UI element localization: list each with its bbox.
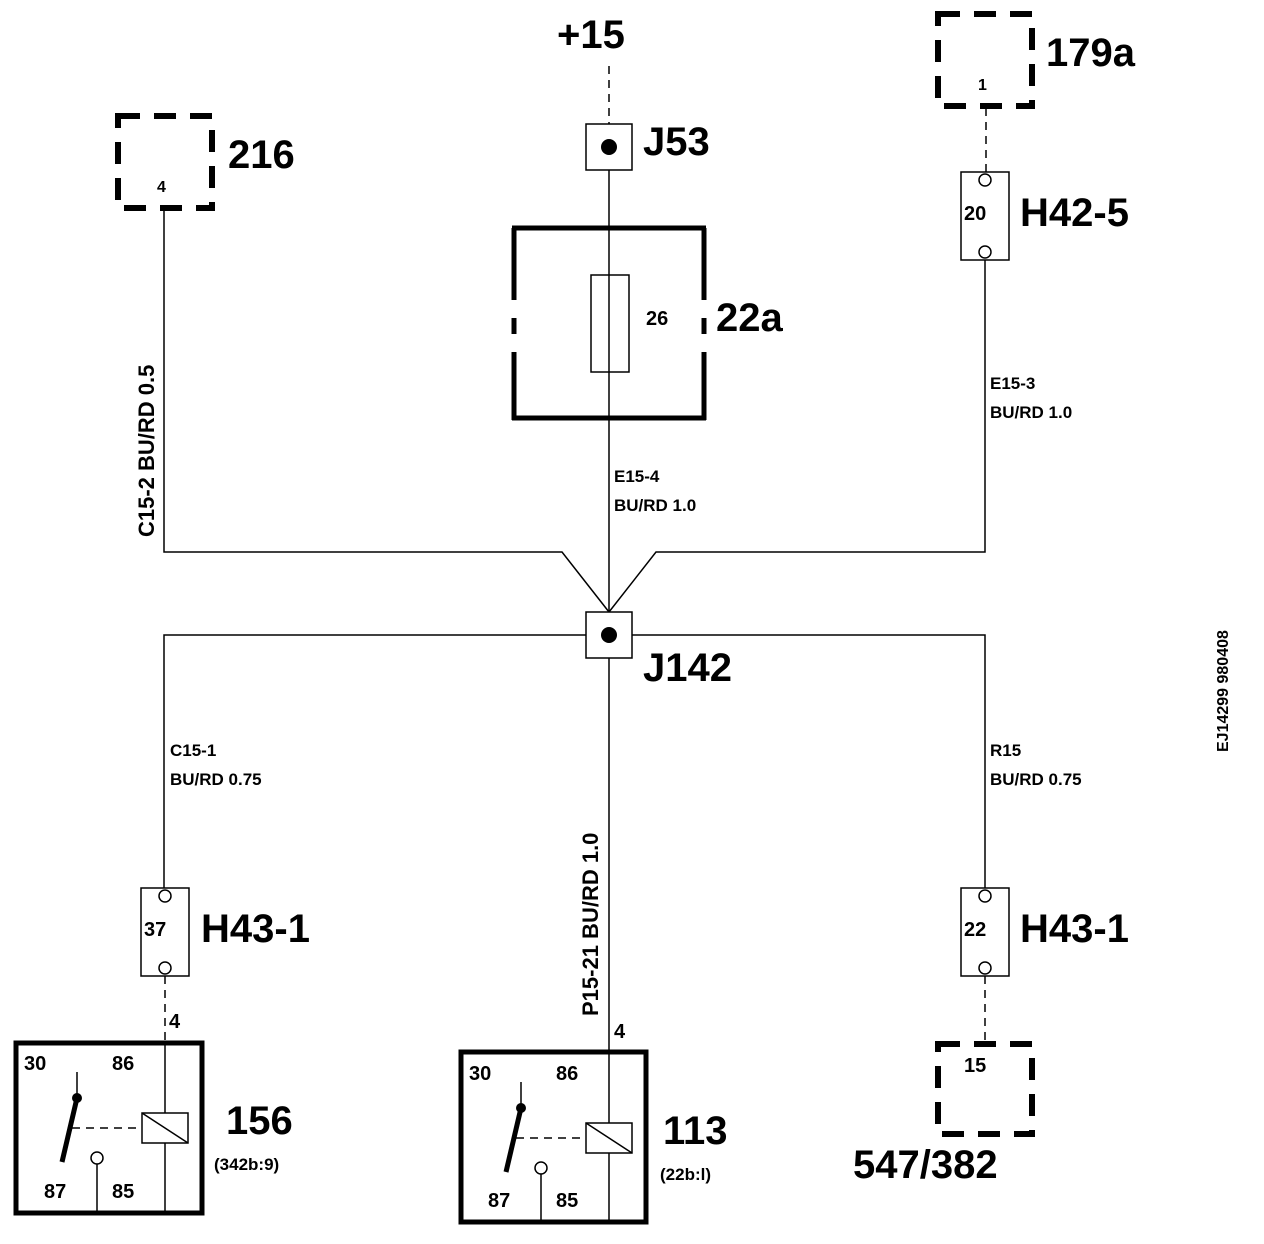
fuse-number: 26 (646, 308, 668, 330)
c216-box (115, 113, 215, 211)
relay-113-switch-icon (503, 1107, 524, 1173)
connector-h43-1-left[interactable]: 37 H43-1 (140, 887, 310, 977)
wire-r15-spec: BU/RD 0.75 (990, 770, 1082, 789)
h43-1-left-label: H43-1 (201, 907, 310, 951)
j142-node (601, 627, 617, 643)
h43-1-right-pin: 22 (964, 919, 986, 941)
h42-5-label: H42-5 (1020, 191, 1129, 235)
relay-156-in-pin: 4 (169, 1011, 181, 1033)
relay-113-pin-30: 30 (469, 1063, 491, 1085)
j142-label: J142 (643, 646, 732, 690)
relay-156-ref: (342b:9) (214, 1155, 279, 1174)
relay-113-box (458, 1049, 649, 1225)
relay-156-pin-87: 87 (44, 1181, 66, 1203)
c547-box (935, 1041, 1035, 1137)
wire-e15-4-spec: BU/RD 1.0 (614, 496, 696, 515)
relay-156-label: 156 (226, 1099, 293, 1143)
connector-547-382[interactable]: 15 547/382 (853, 1041, 1035, 1187)
splice-j142[interactable]: J142 (585, 611, 732, 690)
relay-156-box (13, 1040, 205, 1216)
c216-pin: 4 (157, 179, 166, 196)
c179a-label: 179a (1046, 31, 1136, 75)
wire-e15-3-id: E15-3 (990, 374, 1035, 393)
relay-113-pin-87: 87 (488, 1190, 510, 1212)
wire-c15-1 (163, 634, 586, 888)
supply-15: +15 (557, 13, 625, 124)
connector-179a[interactable]: 1 179a (935, 11, 1136, 109)
c179a-pin: 1 (978, 77, 987, 94)
relay-113-label: 113 (663, 1109, 728, 1153)
wire-e15-3-spec: BU/RD 1.0 (990, 403, 1072, 422)
j53-node (601, 139, 617, 155)
c547-pin: 15 (964, 1055, 986, 1077)
relay-113-pin-86: 86 (556, 1063, 578, 1085)
wire-r15-id: R15 (990, 741, 1021, 760)
connector-h42-5[interactable]: 20 H42-5 (960, 171, 1129, 261)
wire-r15 (632, 634, 986, 888)
relay-156-pin-30: 30 (24, 1053, 46, 1075)
connector-216[interactable]: 4 216 (115, 113, 295, 211)
relay-113-ref: (22b:l) (660, 1165, 711, 1184)
splice-j53[interactable]: J53 (585, 120, 710, 171)
h43-1-right-label: H43-1 (1020, 907, 1129, 951)
h43-1-left-pin: 37 (144, 919, 166, 941)
document-code: EJ14299 980408 (1215, 630, 1232, 752)
relay-156-switch-icon (59, 1097, 80, 1163)
relay-156-pin-86: 86 (112, 1053, 134, 1075)
fuse-box-label: 22a (716, 296, 783, 340)
wire-c15-2 (163, 210, 610, 613)
relay-113[interactable]: 30 86 87 85 4 113 (22b:l) (458, 1021, 728, 1225)
relay-156-pin-85: 85 (112, 1181, 134, 1203)
wire-c15-2-label: C15-2 BU/RD 0.5 (134, 365, 159, 537)
relay-113-in-pin: 4 (614, 1021, 626, 1043)
wire-c15-1-id: C15-1 (170, 741, 216, 760)
c216-label: 216 (228, 133, 295, 177)
c179a-box (935, 11, 1035, 109)
c547-label: 547/382 (853, 1143, 998, 1187)
j53-label: J53 (643, 120, 710, 164)
fuse-box-22a[interactable]: 26 22a (511, 225, 783, 421)
h42-5-pin: 20 (964, 203, 986, 225)
connector-h43-1-right[interactable]: 22 H43-1 (960, 887, 1129, 977)
fuse-icon (590, 274, 630, 373)
relay-113-pin-85: 85 (556, 1190, 578, 1212)
supply-label: +15 (557, 13, 625, 57)
wire-e15-3 (608, 260, 986, 613)
wire-c15-1-spec: BU/RD 0.75 (170, 770, 262, 789)
relay-156[interactable]: 30 86 87 85 156 (342b:9) (13, 1040, 293, 1216)
wire-e15-4-id: E15-4 (614, 467, 660, 486)
wire-p15-21-label: P15-21 BU/RD 1.0 (578, 833, 603, 1016)
